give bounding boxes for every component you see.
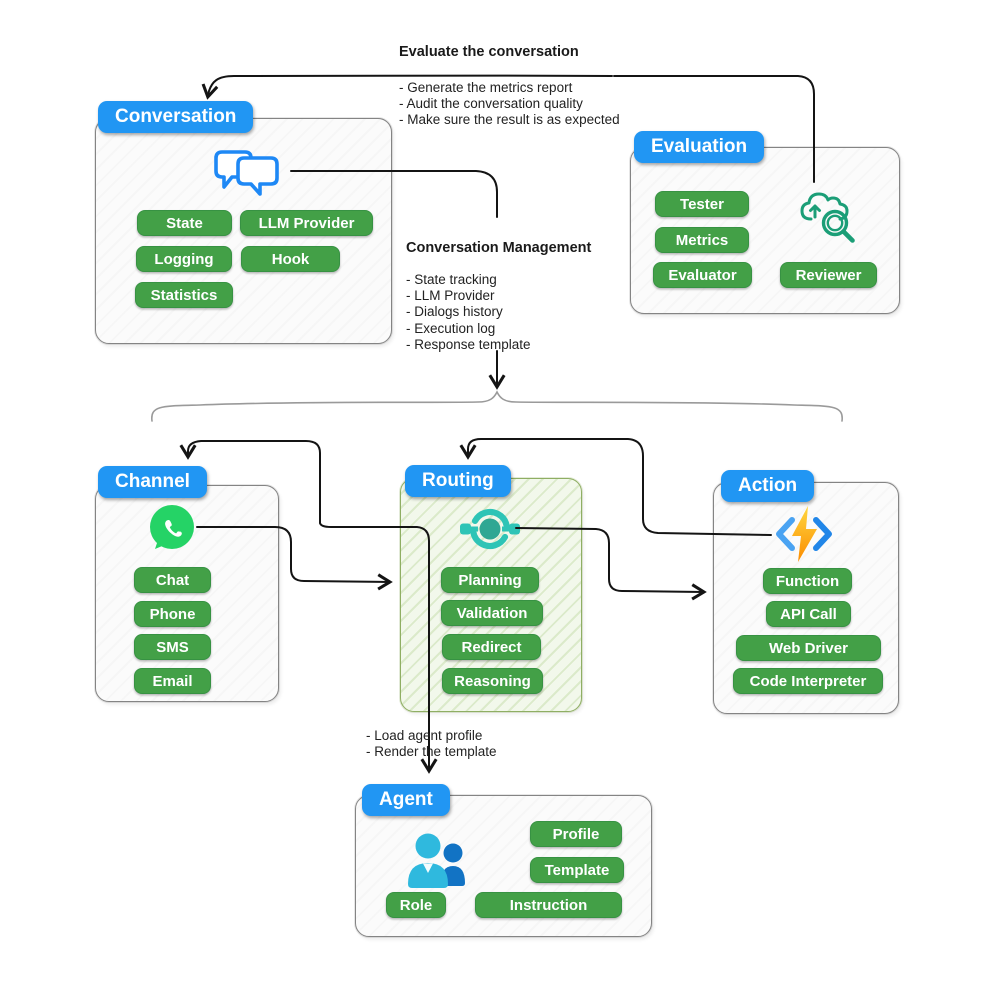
note-line: - Generate the metrics report bbox=[399, 80, 573, 95]
evaluate-annotation-bullets: - Generate the metrics report - Audit th… bbox=[399, 80, 620, 129]
note-line: - Execution log bbox=[406, 320, 496, 336]
pill-chat: Chat bbox=[134, 567, 211, 593]
channel-panel: Channel Chat Phone SMS Email bbox=[95, 466, 279, 702]
pill-evaluator: Evaluator bbox=[653, 262, 752, 288]
action-panel: Action Function API Call Web Driver Code… bbox=[713, 470, 899, 714]
conversation-management-bullets: - State tracking - LLM Provider - Dialog… bbox=[406, 272, 531, 353]
pill-tester: Tester bbox=[655, 191, 749, 217]
note-line: - LLM Provider bbox=[406, 288, 495, 304]
pill-role: Role bbox=[386, 892, 446, 918]
conversation-panel-title: Conversation bbox=[98, 101, 254, 133]
pill-metrics: Metrics bbox=[655, 227, 749, 253]
conversation-management-title: Conversation Management bbox=[406, 240, 592, 256]
evaluate-annotation-title: Evaluate the conversation bbox=[399, 44, 579, 60]
evaluate-annotation: Evaluate the conversation bbox=[399, 44, 579, 60]
evaluation-panel: Evaluation Tester Metrics Evaluator Revi… bbox=[630, 131, 900, 314]
note-line: - Audit the conversation quality bbox=[399, 96, 583, 112]
pill-llm-provider: LLM Provider bbox=[240, 210, 373, 236]
pill-statistics: Statistics bbox=[135, 282, 233, 308]
team-users-icon bbox=[408, 833, 465, 888]
pill-instruction: Instruction bbox=[475, 892, 622, 918]
pill-redirect: Redirect bbox=[442, 634, 541, 660]
pill-hook: Hook bbox=[241, 246, 340, 272]
note-line: - Load agent profile bbox=[366, 728, 483, 743]
note-line: - Dialogs history bbox=[406, 304, 503, 320]
pill-template: Template bbox=[530, 857, 624, 883]
pill-validation: Validation bbox=[441, 600, 543, 626]
pill-sms: SMS bbox=[134, 634, 211, 660]
pill-code-interpreter: Code Interpreter bbox=[733, 668, 883, 694]
brace-shape bbox=[151, 390, 843, 422]
evaluation-panel-title: Evaluation bbox=[634, 131, 765, 163]
pill-reasoning: Reasoning bbox=[442, 668, 543, 694]
chat-bubbles-icon bbox=[214, 150, 279, 196]
pill-phone: Phone bbox=[134, 601, 211, 627]
routing-panel: Routing Planning Validation Redirect Rea… bbox=[400, 465, 582, 712]
azure-functions-icon bbox=[776, 506, 832, 562]
conversation-panel: Conversation State LLM Provider Logging … bbox=[95, 101, 392, 344]
pill-email: Email bbox=[134, 668, 211, 694]
pill-api-call: API Call bbox=[766, 601, 851, 627]
pill-state: State bbox=[137, 210, 232, 236]
agent-panel: Agent Profile Template Role Instruction bbox=[355, 784, 652, 937]
pill-profile: Profile bbox=[530, 821, 622, 847]
note-line: - Response template bbox=[406, 336, 531, 352]
load-balancer-icon bbox=[460, 508, 520, 550]
agent-panel-title: Agent bbox=[362, 784, 450, 816]
conversation-management-annotation: Conversation Management bbox=[406, 240, 591, 256]
note-line: - Render the template bbox=[366, 744, 497, 760]
pill-function: Function bbox=[763, 568, 852, 594]
action-panel-title: Action bbox=[721, 470, 815, 502]
pill-logging: Logging bbox=[136, 246, 232, 272]
routing-panel-title: Routing bbox=[405, 465, 511, 497]
channel-panel-title: Channel bbox=[98, 466, 207, 498]
cloud-search-icon bbox=[800, 192, 855, 243]
pill-web-driver: Web Driver bbox=[736, 635, 881, 661]
note-line: - State tracking bbox=[406, 272, 497, 287]
agent-annotation-bullets: - Load agent profile - Render the templa… bbox=[366, 728, 497, 760]
note-line: - Make sure the result is as expected bbox=[399, 112, 620, 128]
pill-reviewer: Reviewer bbox=[780, 262, 877, 288]
pill-planning: Planning bbox=[441, 567, 539, 593]
whatsapp-icon bbox=[150, 505, 194, 549]
